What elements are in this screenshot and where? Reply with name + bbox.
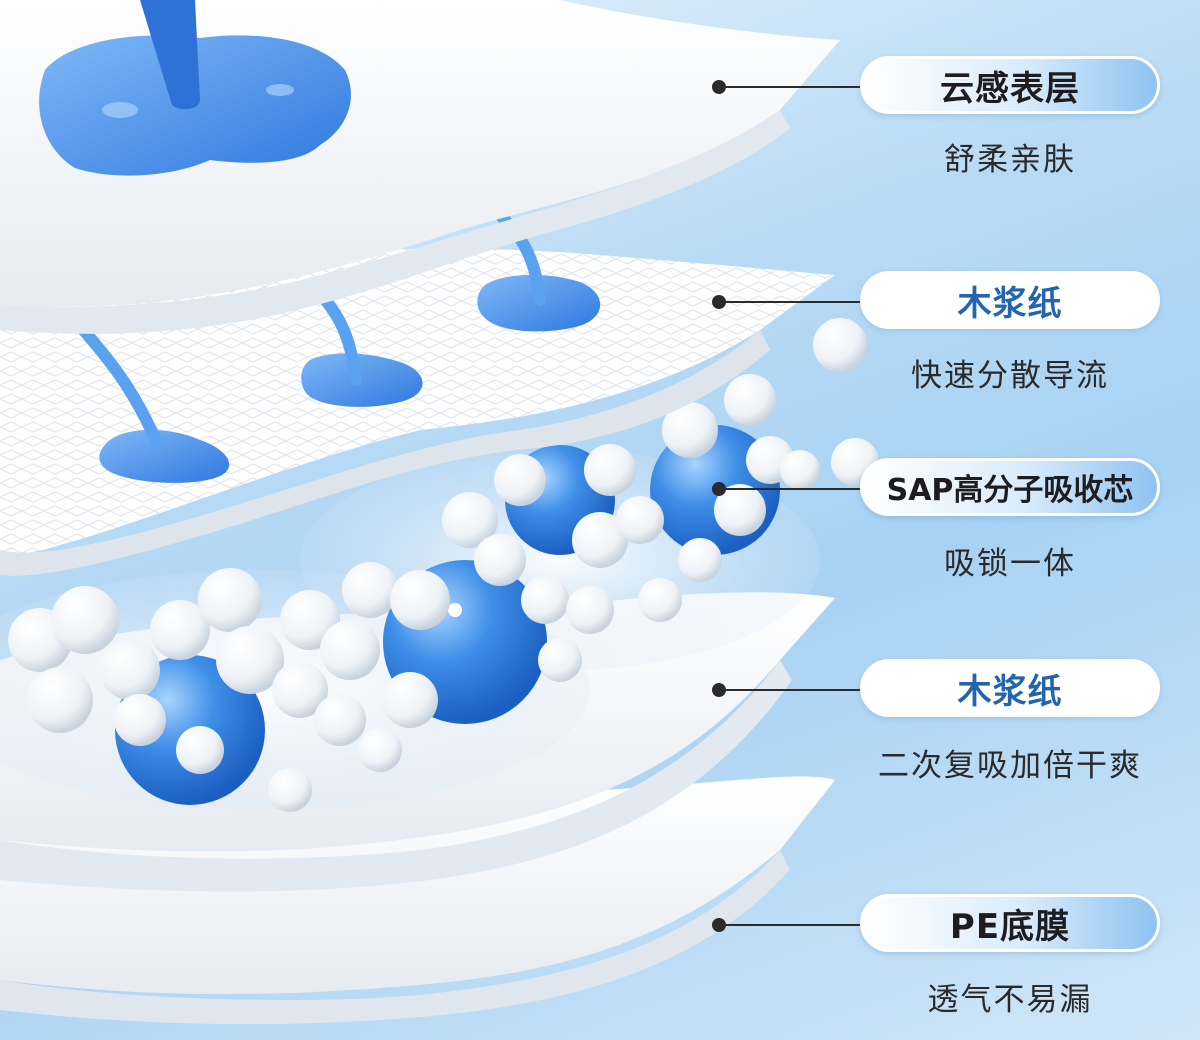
pointer-line [724, 924, 874, 926]
pointer-dot [712, 918, 726, 932]
pointer-line [724, 488, 874, 490]
layer-title-pill: 木浆纸 [860, 271, 1160, 329]
layer-title-pill: 木浆纸 [860, 659, 1160, 717]
pointer-dot [712, 295, 726, 309]
layer-subtitle: 快速分散导流 [911, 358, 1109, 394]
pointer-line [724, 86, 874, 88]
layer-title-pill: 云感表层 [860, 56, 1160, 114]
fiber-balls [8, 318, 879, 812]
layer-label-1: 云感表层 [712, 56, 1172, 116]
layer-label-3: SAP高分子吸收芯 [712, 458, 1172, 518]
layer-title-pill: PE底膜 [860, 894, 1160, 952]
layer-label-4: 木浆纸 [712, 659, 1172, 719]
pointer-dot [712, 482, 726, 496]
pointer-dot [712, 80, 726, 94]
layer-label-5: PE底膜 [712, 894, 1172, 954]
layer-label-2: 木浆纸 [712, 271, 1172, 331]
pointer-line [724, 689, 874, 691]
pointer-line [724, 301, 874, 303]
layer-subtitle: 舒柔亲肤 [944, 142, 1076, 178]
layer-title-pill: SAP高分子吸收芯 [860, 458, 1160, 516]
layer-subtitle: 二次复吸加倍干爽 [878, 748, 1142, 784]
layer-subtitle: 透气不易漏 [927, 982, 1093, 1018]
pointer-dot [712, 683, 726, 697]
layer-subtitle: 吸锁一体 [944, 546, 1076, 582]
